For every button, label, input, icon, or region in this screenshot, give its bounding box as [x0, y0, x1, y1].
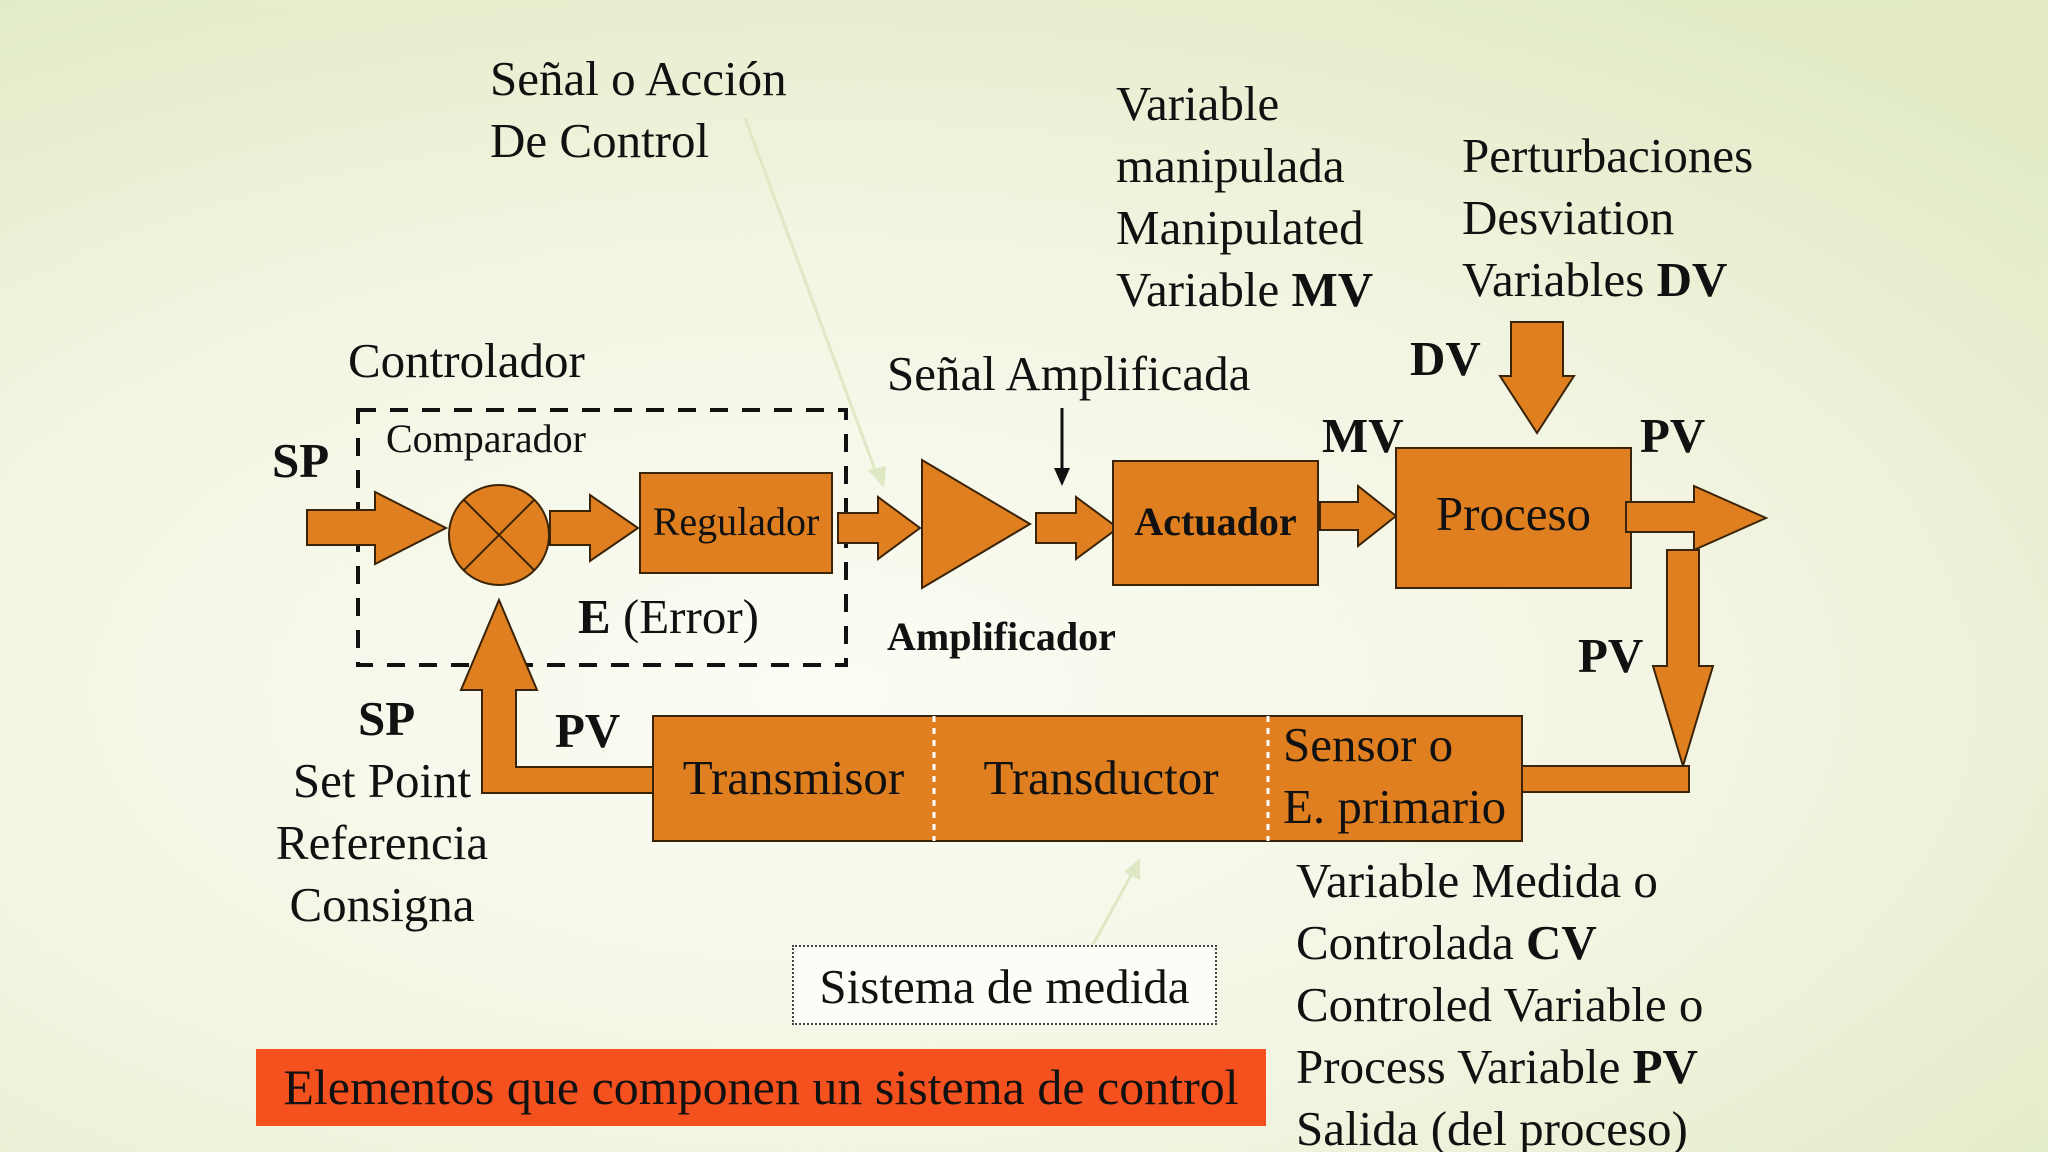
controlada-bold: CV [1525, 915, 1597, 970]
senal-amplificada-pointer-head [1054, 468, 1070, 486]
variable-mv-prefix: Variable [1116, 262, 1292, 317]
pv-down-arrow [1651, 549, 1715, 770]
perturbaciones-line-2: Desviation [1462, 190, 1675, 245]
variable-manipulada-line-4: Variable MV [1116, 259, 1373, 321]
sistema-medida-pointer-head [1124, 858, 1140, 880]
proceso-text: Proceso [1435, 486, 1592, 541]
pv-to-sensor-connector [1518, 765, 1690, 793]
variables-dv-bold: DV [1656, 252, 1728, 307]
comparador-summing-junction [448, 484, 550, 586]
set-point-line-2: Referencia [275, 815, 489, 870]
mv-label: MV [1322, 408, 1404, 463]
transductor-text: Transductor [983, 750, 1219, 805]
slide-title: Elementos que componen un sistema de con… [256, 1049, 1266, 1126]
variables-dv-prefix: Variables [1462, 252, 1657, 307]
variable-medida-line-4: Process Variable PV [1296, 1036, 1703, 1098]
comparador-label: Comparador [386, 416, 586, 461]
error-bold: E [578, 589, 611, 644]
controlada-prefix: Controlada [1296, 915, 1526, 970]
process-variable-prefix: Process Variable [1296, 1039, 1633, 1094]
variable-medida-line-3: Controled Variable o [1296, 977, 1704, 1032]
set-point-label: Set Point Referencia Consigna [270, 750, 494, 936]
perturbaciones-label: Perturbaciones Desviation Variables DV [1462, 125, 1753, 311]
set-point-line-3: Consigna [289, 877, 475, 932]
regulador-block [639, 472, 833, 574]
error-rest: (Error) [610, 589, 759, 644]
measurement-chain-block [652, 715, 1523, 842]
actuador-block [1112, 460, 1319, 586]
sp-bottom-label: SP [358, 691, 416, 746]
sistema-medida-box: Sistema de medida [792, 945, 1217, 1025]
sp-input-arrow [306, 490, 449, 566]
pv-output-arrow [1625, 484, 1769, 552]
perturbaciones-line-1: Perturbaciones [1462, 128, 1754, 183]
variable-medida-line-5: Salida (del proceso) [1296, 1101, 1688, 1152]
controlador-label: Controlador [348, 333, 585, 388]
perturbaciones-line-3: Variables DV [1462, 249, 1753, 311]
amplificador-triangle [921, 458, 1032, 590]
sp-input-label: SP [272, 433, 330, 488]
dv-arrow [1498, 321, 1576, 435]
senal-control-pointer [743, 117, 880, 479]
variable-medida-line-2: Controlada CV [1296, 912, 1703, 974]
sensor-line-1: Sensor o [1283, 717, 1454, 772]
mv-arrow [1319, 483, 1398, 549]
senal-control-label: Señal o Acción De Control [490, 48, 787, 172]
variable-manipulada-line-3: Manipulated [1116, 200, 1364, 255]
variable-medida-label: Variable Medida o Controlada CV Controle… [1296, 850, 1703, 1152]
senal-control-line-1: Señal o Acción [490, 51, 787, 106]
variable-manipulada-line-1: Variable [1116, 76, 1280, 131]
senal-control-pointer-head [868, 466, 886, 488]
error-arrow [549, 493, 640, 563]
pv-feedback-label: PV [555, 703, 621, 758]
senal-amplificada-label: Señal Amplificada [887, 346, 1251, 401]
variable-mv-bold: MV [1291, 262, 1374, 317]
variable-medida-line-1: Variable Medida o [1296, 853, 1658, 908]
pv-down-label: PV [1578, 628, 1644, 683]
variable-manipulada-label: Variable manipulada Manipulated Variable… [1116, 73, 1373, 321]
pv-out-label: PV [1640, 408, 1706, 463]
control-signal-arrow [837, 495, 922, 561]
pv-feedback-arrow [459, 597, 654, 794]
process-variable-bold: PV [1632, 1039, 1698, 1094]
dv-label: DV [1410, 331, 1481, 386]
variable-manipulada-line-2: manipulada [1116, 138, 1345, 193]
transmisor-text: Transmisor [682, 750, 905, 805]
sensor-line-2: E. primario [1283, 779, 1507, 834]
regulador-text: Regulador [652, 499, 820, 544]
actuador-text: Actuador [1134, 499, 1297, 544]
senal-control-line-2: De Control [490, 113, 710, 168]
error-label: E (Error) [578, 586, 759, 648]
sistema-medida-pointer [1088, 867, 1137, 951]
amplified-signal-arrow [1035, 495, 1120, 561]
set-point-line-1: Set Point [292, 753, 472, 808]
sensor-text: Sensor o E. primario [1283, 714, 1506, 838]
amplificador-label: Amplificador [887, 614, 1116, 659]
